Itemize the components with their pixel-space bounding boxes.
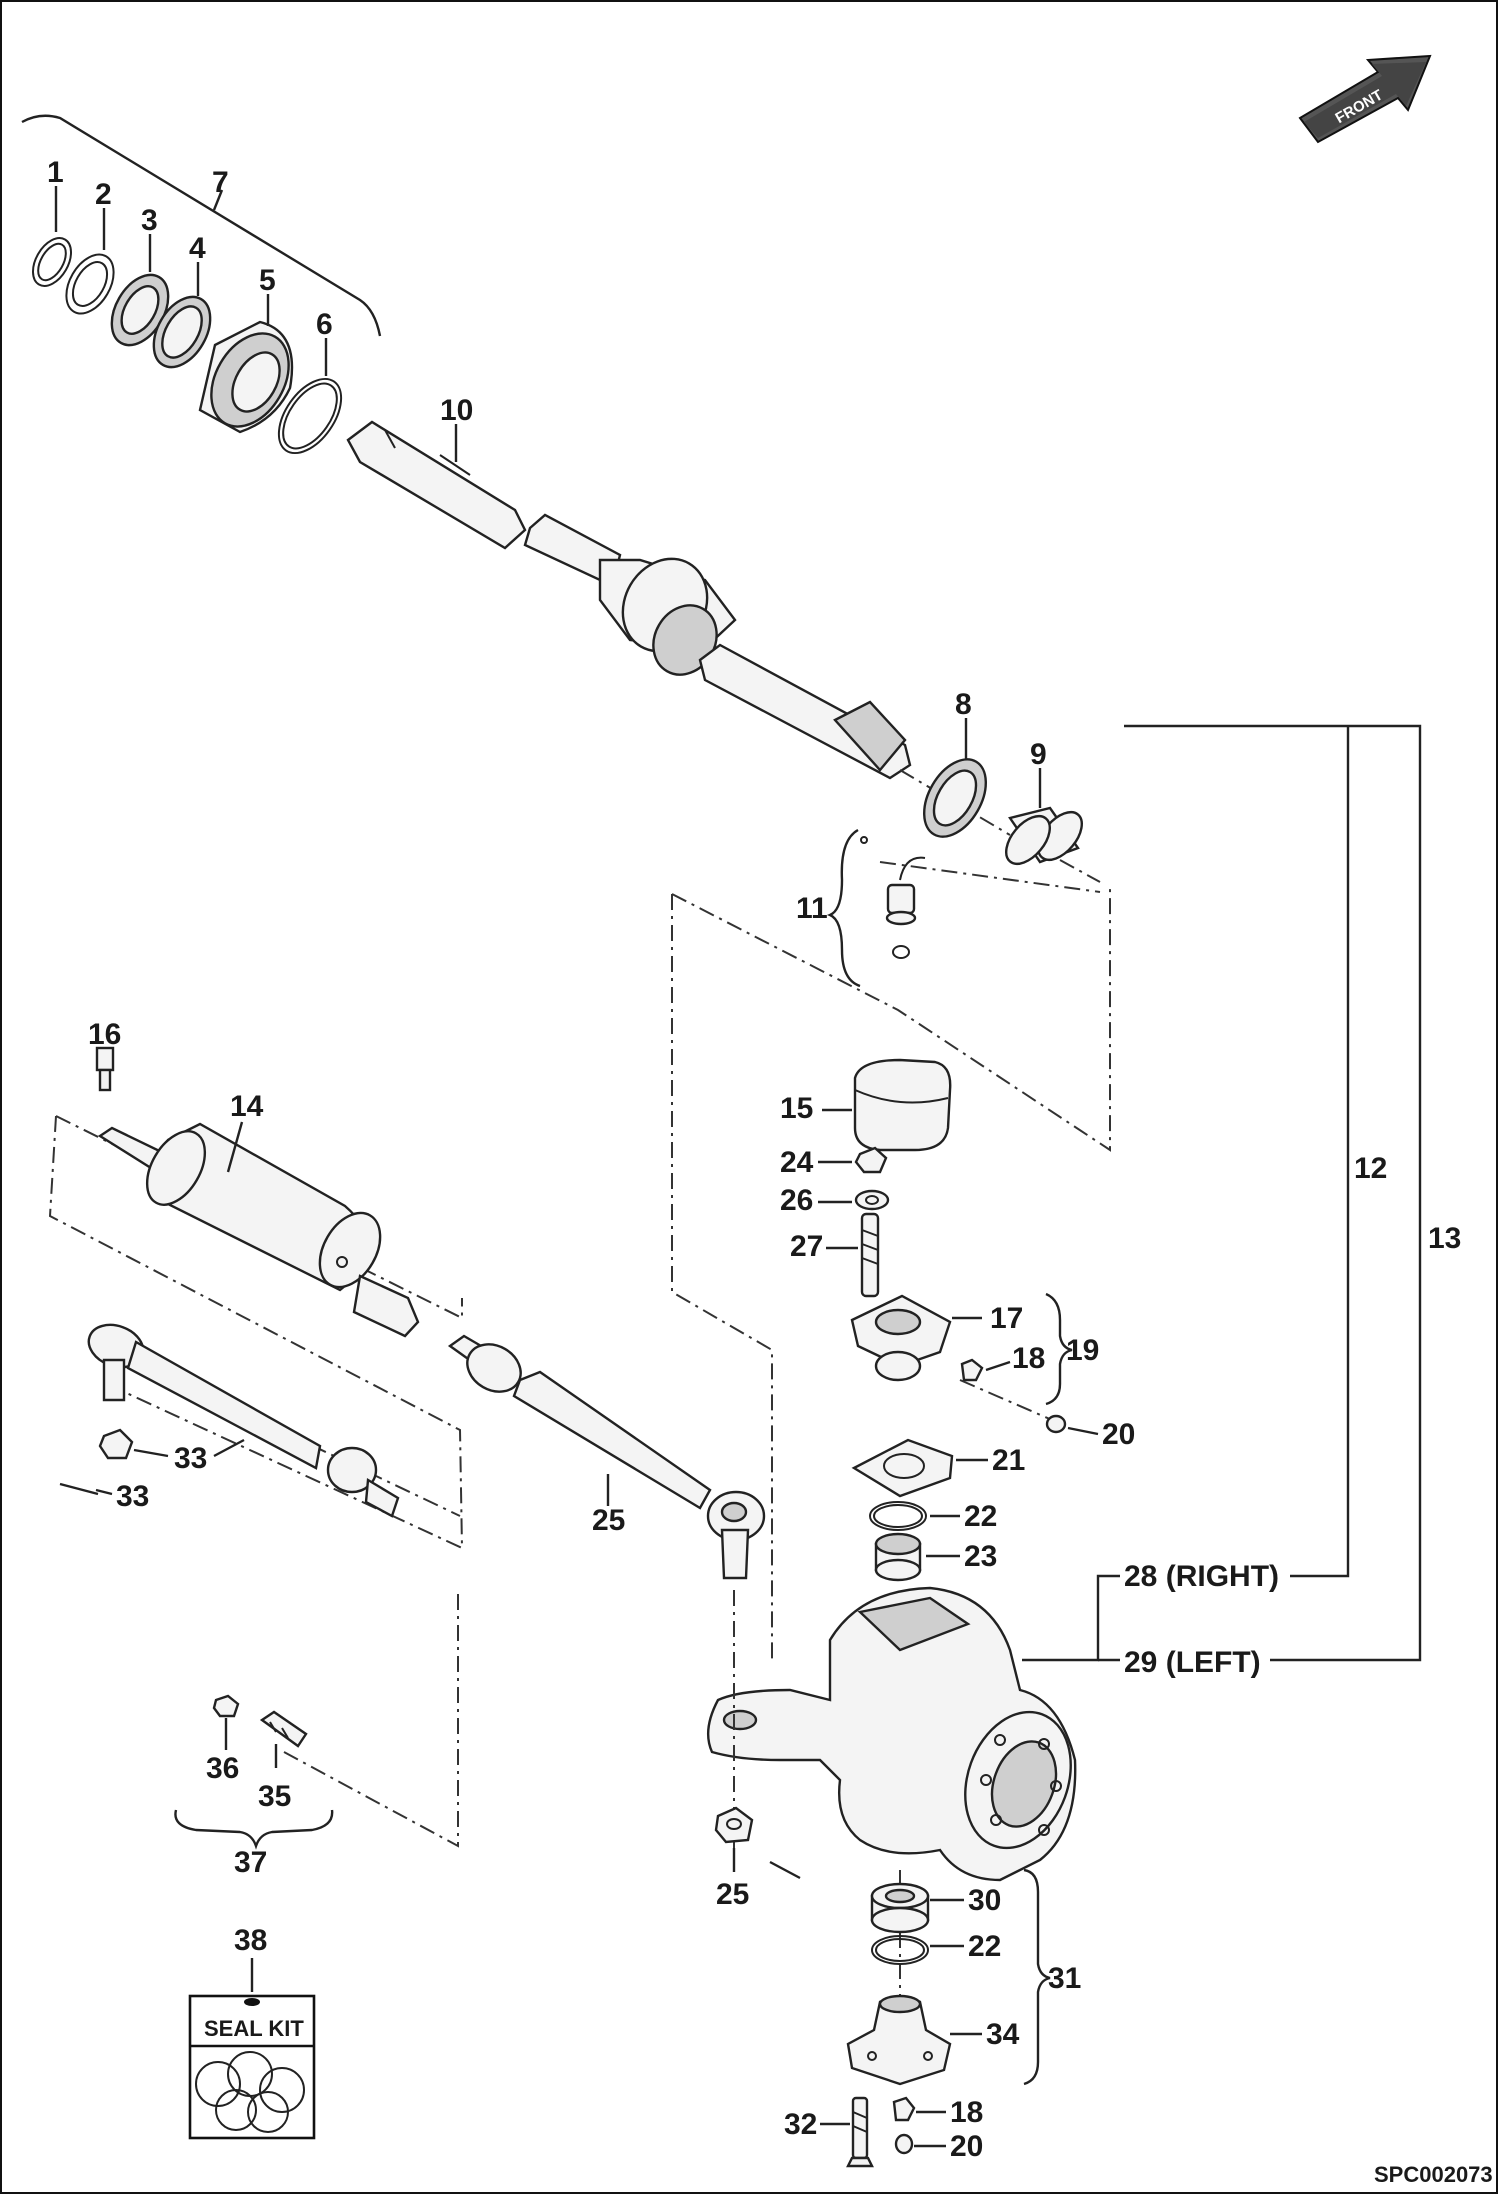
callout-10: 10 (440, 394, 473, 427)
callout-12: 12 (1354, 1152, 1387, 1185)
part-35-stud (259, 1710, 308, 1748)
callout-27: 27 (790, 1230, 823, 1263)
callout-21: 21 (992, 1444, 1025, 1477)
callout-36: 36 (206, 1752, 239, 1785)
callout-11: 11 (796, 892, 828, 925)
callout-17: 17 (990, 1302, 1023, 1335)
part-18-grease-nipple-lower (892, 2096, 916, 2122)
part-14-steering-cylinder (97, 1122, 420, 1338)
callout-37: 37 (234, 1846, 267, 1879)
part-15-cap (853, 1058, 952, 1152)
part-22-o-ring-lower (871, 1935, 929, 1965)
callout-16: 16 (88, 1018, 121, 1051)
part-33-tie-rod-end-left (87, 1323, 400, 1518)
seal-kit-rings-icon (195, 2051, 305, 2133)
part-36-nut (212, 1694, 240, 1718)
part-2-retaining-ring (65, 253, 115, 315)
callout-30: 30 (968, 1884, 1001, 1917)
seal-kit-box: SEAL KIT (188, 1994, 316, 2140)
callout-25-upper: 25 (592, 1504, 625, 1537)
bracket-13 (1124, 724, 1422, 1662)
callout-9: 9 (1030, 738, 1047, 771)
part-26-washer (854, 1189, 890, 1211)
part-33-nut (98, 1428, 134, 1460)
callout-24: 24 (780, 1146, 814, 1179)
part-17-upper-kingpin-cap (850, 1294, 952, 1382)
callout-29-left: 29 (LEFT) (1124, 1646, 1261, 1679)
callout-25-lower: 25 (716, 1878, 749, 1911)
part-25-tie-rod (447, 1334, 766, 1580)
brace-group-37 (174, 1809, 334, 1850)
callout-18-upper: 18 (1012, 1342, 1045, 1375)
part-23-bearing (874, 1532, 922, 1582)
callout-20-upper: 20 (1102, 1418, 1135, 1451)
part-22-o-ring-upper (869, 1501, 927, 1531)
callout-35: 35 (258, 1780, 291, 1813)
callout-28-right: 28 (RIGHT) (1124, 1560, 1279, 1593)
part-8-seal (923, 758, 987, 838)
callout-22-lower: 22 (968, 1930, 1001, 1963)
callout-19: 19 (1066, 1334, 1099, 1367)
brace-group-31 (1023, 1868, 1051, 2086)
brace-group-7 (21, 114, 382, 337)
callout-20-lower: 20 (950, 2130, 983, 2163)
part-1-snap-ring (32, 237, 72, 287)
callout-18-lower: 18 (950, 2096, 983, 2129)
callout-26: 26 (780, 1184, 813, 1217)
callout-7: 7 (212, 166, 229, 199)
callout-22-upper: 22 (964, 1500, 997, 1533)
part-25-nut (714, 1806, 754, 1844)
callout-4: 4 (189, 232, 206, 265)
part-5-sleeve (198, 320, 294, 434)
part-28-29-steering-knuckle (706, 1586, 1077, 1882)
leader-7 (212, 189, 224, 211)
callout-8: 8 (955, 688, 972, 721)
part-6-o-ring (277, 377, 343, 455)
bracket-12 (1290, 726, 1350, 1578)
seal-kit-label: SEAL KIT (204, 2016, 304, 2041)
callout-23: 23 (964, 1540, 997, 1573)
part-20-cap-upper (1045, 1414, 1067, 1434)
part-9-bushing (1005, 806, 1083, 865)
callout-34: 34 (986, 2018, 1020, 2051)
drawing-code: SPC002073 (1374, 2162, 1493, 2187)
callout-5: 5 (259, 264, 276, 297)
callout-38: 38 (234, 1924, 267, 1957)
part-3-bearing (110, 273, 170, 347)
callout-14: 14 (230, 1090, 264, 1123)
brace-group-19 (1045, 1292, 1073, 1406)
part-20-cap-lower (894, 2133, 914, 2155)
part-16-bolt (95, 1046, 115, 1092)
callout-13: 13 (1428, 1222, 1461, 1255)
part-34-lower-kingpin (846, 1994, 952, 2086)
brace-group-11 (826, 828, 861, 988)
callout-2: 2 (95, 178, 112, 211)
part-11-grease-fitting (860, 836, 926, 959)
part-4-seal (152, 295, 212, 369)
part-32-bolt (846, 2096, 874, 2168)
callout-3: 3 (141, 204, 158, 237)
part-18-grease-nipple-upper (960, 1358, 984, 1382)
callout-15: 15 (780, 1092, 813, 1125)
cotter-pin (769, 1860, 801, 1880)
part-27-stud (860, 1212, 880, 1298)
part-10-drive-shaft (346, 420, 912, 780)
callout-33-lower: 33 (116, 1480, 149, 1513)
front-arrow-icon: FRONT (1298, 54, 1432, 144)
callout-33-upper: 33 (174, 1442, 207, 1475)
part-21-shim (851, 1438, 954, 1498)
callout-6: 6 (316, 308, 333, 341)
callout-1: 1 (47, 156, 64, 189)
part-24-nut (854, 1146, 888, 1174)
callout-31: 31 (1048, 1962, 1081, 1995)
part-30-bearing (870, 1882, 930, 1934)
callout-32: 32 (784, 2108, 817, 2141)
